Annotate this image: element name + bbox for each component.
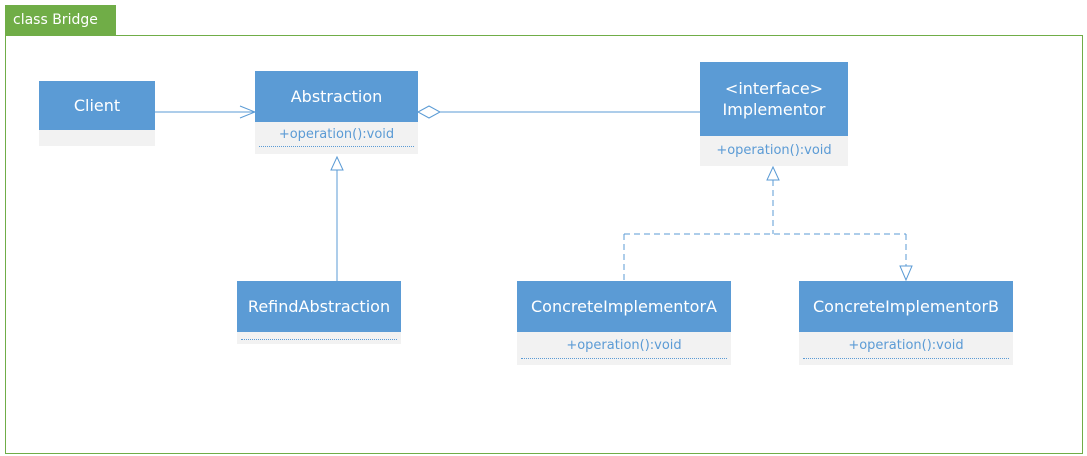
class-client[interactable]: Client bbox=[39, 81, 155, 146]
refined-separator bbox=[241, 339, 397, 340]
class-concrete-a-name: ConcreteImplementorA bbox=[531, 297, 717, 316]
implementor-stereotype: <interface> bbox=[724, 79, 824, 98]
class-refined-body bbox=[237, 332, 401, 344]
class-abstraction-body: +operation():void bbox=[255, 122, 418, 154]
class-abstraction[interactable]: Abstraction +operation():void bbox=[255, 71, 418, 154]
concrete-a-operation: +operation():void bbox=[566, 338, 682, 353]
class-refined-abstraction[interactable]: RefindAbstraction bbox=[237, 281, 401, 344]
class-implementor-name: Implementor bbox=[722, 100, 826, 119]
abstraction-operation: +operation():void bbox=[278, 127, 395, 142]
class-implementor-header: <interface> Implementor bbox=[700, 62, 848, 136]
concrete-a-separator bbox=[521, 358, 727, 359]
class-concrete-b-header: ConcreteImplementorB bbox=[799, 281, 1013, 332]
diagram-frame bbox=[5, 35, 1083, 454]
class-refined-name: RefindAbstraction bbox=[247, 297, 391, 316]
generalization-refined-abstraction bbox=[330, 155, 344, 281]
class-concrete-implementor-a[interactable]: ConcreteImplementorA +operation():void bbox=[517, 281, 731, 365]
implementor-operation: +operation():void bbox=[716, 143, 832, 158]
class-concrete-b-body: +operation():void bbox=[799, 332, 1013, 365]
class-concrete-b-name: ConcreteImplementorB bbox=[812, 297, 1000, 316]
aggregation-abstraction-implementor bbox=[416, 105, 700, 119]
concrete-b-separator bbox=[803, 358, 1009, 359]
class-concrete-a-body: +operation():void bbox=[517, 332, 731, 365]
association-client-abstraction bbox=[155, 105, 257, 119]
frame-label: class Bridge bbox=[5, 5, 116, 35]
class-concrete-a-header: ConcreteImplementorA bbox=[517, 281, 731, 332]
class-client-header: Client bbox=[39, 81, 155, 130]
abstraction-separator bbox=[259, 146, 414, 147]
class-implementor-body: +operation():void bbox=[700, 136, 848, 166]
class-concrete-implementor-b[interactable]: ConcreteImplementorB +operation():void bbox=[799, 281, 1013, 365]
class-abstraction-name: Abstraction bbox=[290, 87, 383, 106]
realization-concrete-implementor bbox=[623, 165, 913, 282]
class-client-body bbox=[39, 130, 155, 146]
class-implementor[interactable]: <interface> Implementor +operation():voi… bbox=[700, 62, 848, 166]
class-client-name: Client bbox=[73, 96, 121, 115]
class-abstraction-header: Abstraction bbox=[255, 71, 418, 122]
class-refined-header: RefindAbstraction bbox=[237, 281, 401, 332]
concrete-b-operation: +operation():void bbox=[848, 338, 964, 353]
